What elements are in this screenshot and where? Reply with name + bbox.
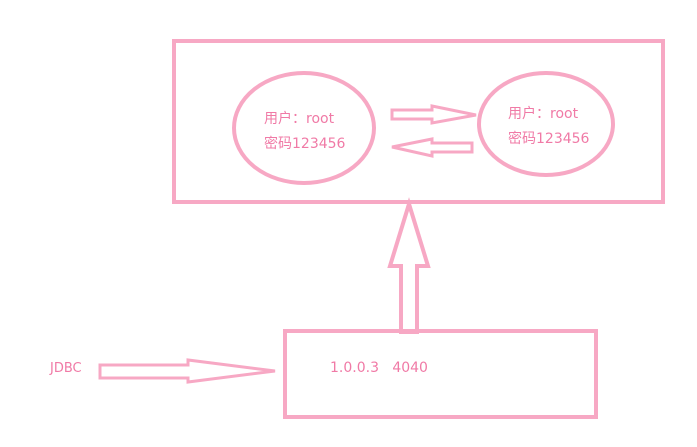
right-node-password-text: 密码123456: [508, 130, 590, 147]
arrow-up-icon: [387, 197, 431, 334]
right-node-user-text: 用户：root: [508, 105, 579, 122]
left-node-password-text: 密码123456: [264, 135, 346, 152]
arrow-right-to-left-icon: [391, 137, 474, 158]
cluster-box: [172, 39, 665, 204]
jdbc-label: JDBC: [49, 361, 82, 376]
jdbc-arrow-icon: [98, 358, 276, 384]
right-node-ellipse: [477, 71, 615, 177]
entry-box: [283, 329, 598, 419]
arrow-left-to-right-icon: [390, 104, 477, 125]
entry-address-text: 1.0.0.3 4040: [330, 360, 428, 376]
left-node-user-text: 用户：root: [264, 110, 335, 127]
left-node-ellipse: [232, 71, 376, 185]
